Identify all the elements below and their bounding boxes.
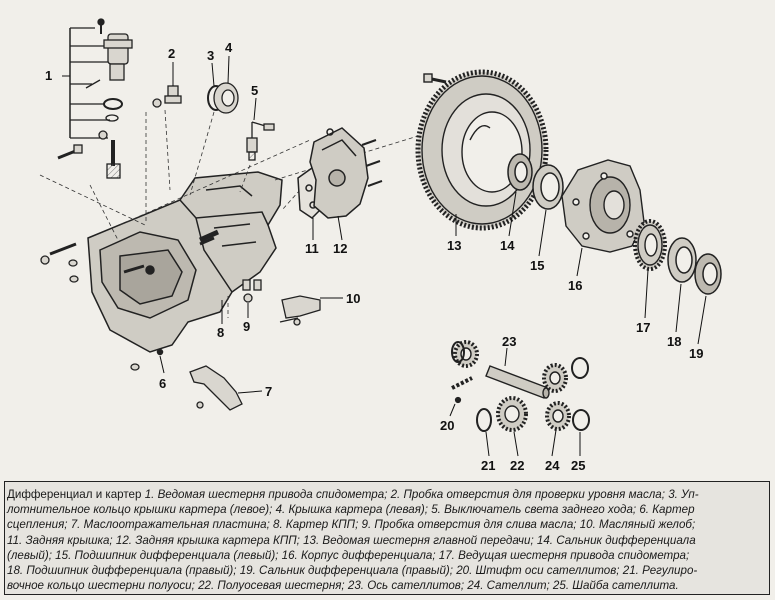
- label-1: 1: [45, 68, 52, 83]
- caption-line-5: (левый); 15. Подшипник дифференциала (ле…: [7, 548, 690, 562]
- label-10: 10: [346, 291, 360, 306]
- part-8-gearbox-housing: [87, 171, 283, 356]
- part-22-side-gear: [496, 396, 571, 432]
- part-7-oil-baffle-plate: [189, 365, 243, 411]
- part-17-speedo-drive-gear: [633, 219, 667, 271]
- label-leader-lines: [62, 55, 707, 457]
- part-12-rear-housing-cover: [309, 127, 383, 219]
- caption-line-1: Дифференциал и картер 1. Ведомая шестерн…: [7, 487, 765, 502]
- label-19: 19: [689, 346, 703, 361]
- caption-title: Дифференциал и картер: [7, 488, 142, 501]
- label-4: 4: [225, 40, 233, 55]
- label-13: 13: [447, 238, 461, 253]
- label-18: 18: [667, 334, 681, 349]
- part-13-final-drive-driven-gear: [415, 69, 549, 231]
- part-16-diff-case: [561, 159, 645, 253]
- label-16: 16: [568, 278, 582, 293]
- part-21-side-gear-shim: [476, 408, 492, 432]
- caption-line-7: вочное кольцо шестерни полуоси; 22. Полу…: [7, 579, 679, 593]
- part-20-pinion-shaft-pin: [451, 376, 473, 404]
- label-2: 2: [168, 46, 175, 61]
- label-23: 23: [502, 334, 516, 349]
- label-24: 24: [545, 458, 560, 473]
- label-25: 25: [571, 458, 585, 473]
- label-5: 5: [251, 83, 258, 98]
- caption-line-3: сцепления; 7. Маслоотражательная пластин…: [7, 518, 696, 532]
- part-18-diff-bearing-right: [667, 237, 697, 283]
- label-17: 17: [636, 320, 650, 335]
- label-9: 9: [243, 319, 250, 334]
- label-22: 22: [510, 458, 524, 473]
- label-20: 20: [440, 418, 454, 433]
- figure-caption: Дифференциал и картер 1. Ведомая шестерн…: [4, 481, 770, 595]
- part-5-reverse-light-switch: [246, 121, 275, 161]
- part-1-speedo-driven-gear: [69, 18, 133, 179]
- label-14: 14: [500, 238, 515, 253]
- part-25-pinion-washer: [451, 341, 590, 431]
- part-14-diff-seal-left: [507, 153, 533, 191]
- label-15: 15: [530, 258, 544, 273]
- label-21: 21: [481, 458, 495, 473]
- part-9-drain-plug: [242, 279, 262, 303]
- label-6: 6: [159, 376, 166, 391]
- callout-labels: 1 2 3 4 5 6 7 8 9 10 11 12 13 14 15 16 1…: [45, 40, 703, 473]
- part-10-oil-trough: [279, 295, 321, 326]
- label-8: 8: [217, 325, 224, 340]
- label-7: 7: [265, 384, 272, 399]
- part-2-oil-level-plug: [152, 85, 182, 108]
- part-24-pinion-gear: [453, 340, 568, 393]
- caption-line-4: 11. Задняя крышка; 12. Задняя крышка кар…: [7, 533, 696, 547]
- caption-line-2: лотнительное кольцо крышки картера (лево…: [7, 503, 695, 517]
- part-15-diff-bearing-left: [532, 164, 564, 210]
- caption-line-6: 18. Подшипник дифференциала (правый); 19…: [7, 564, 698, 578]
- part-23-pinion-shaft: [485, 365, 550, 399]
- housing-bolts: [40, 144, 215, 371]
- label-12: 12: [333, 241, 347, 256]
- part-19-diff-seal-right: [694, 253, 722, 295]
- part-4-cover-left: [213, 82, 239, 114]
- label-3: 3: [207, 48, 214, 63]
- label-11: 11: [305, 241, 319, 256]
- caption-text-1: 1. Ведомая шестерня привода спидометра; …: [144, 488, 699, 501]
